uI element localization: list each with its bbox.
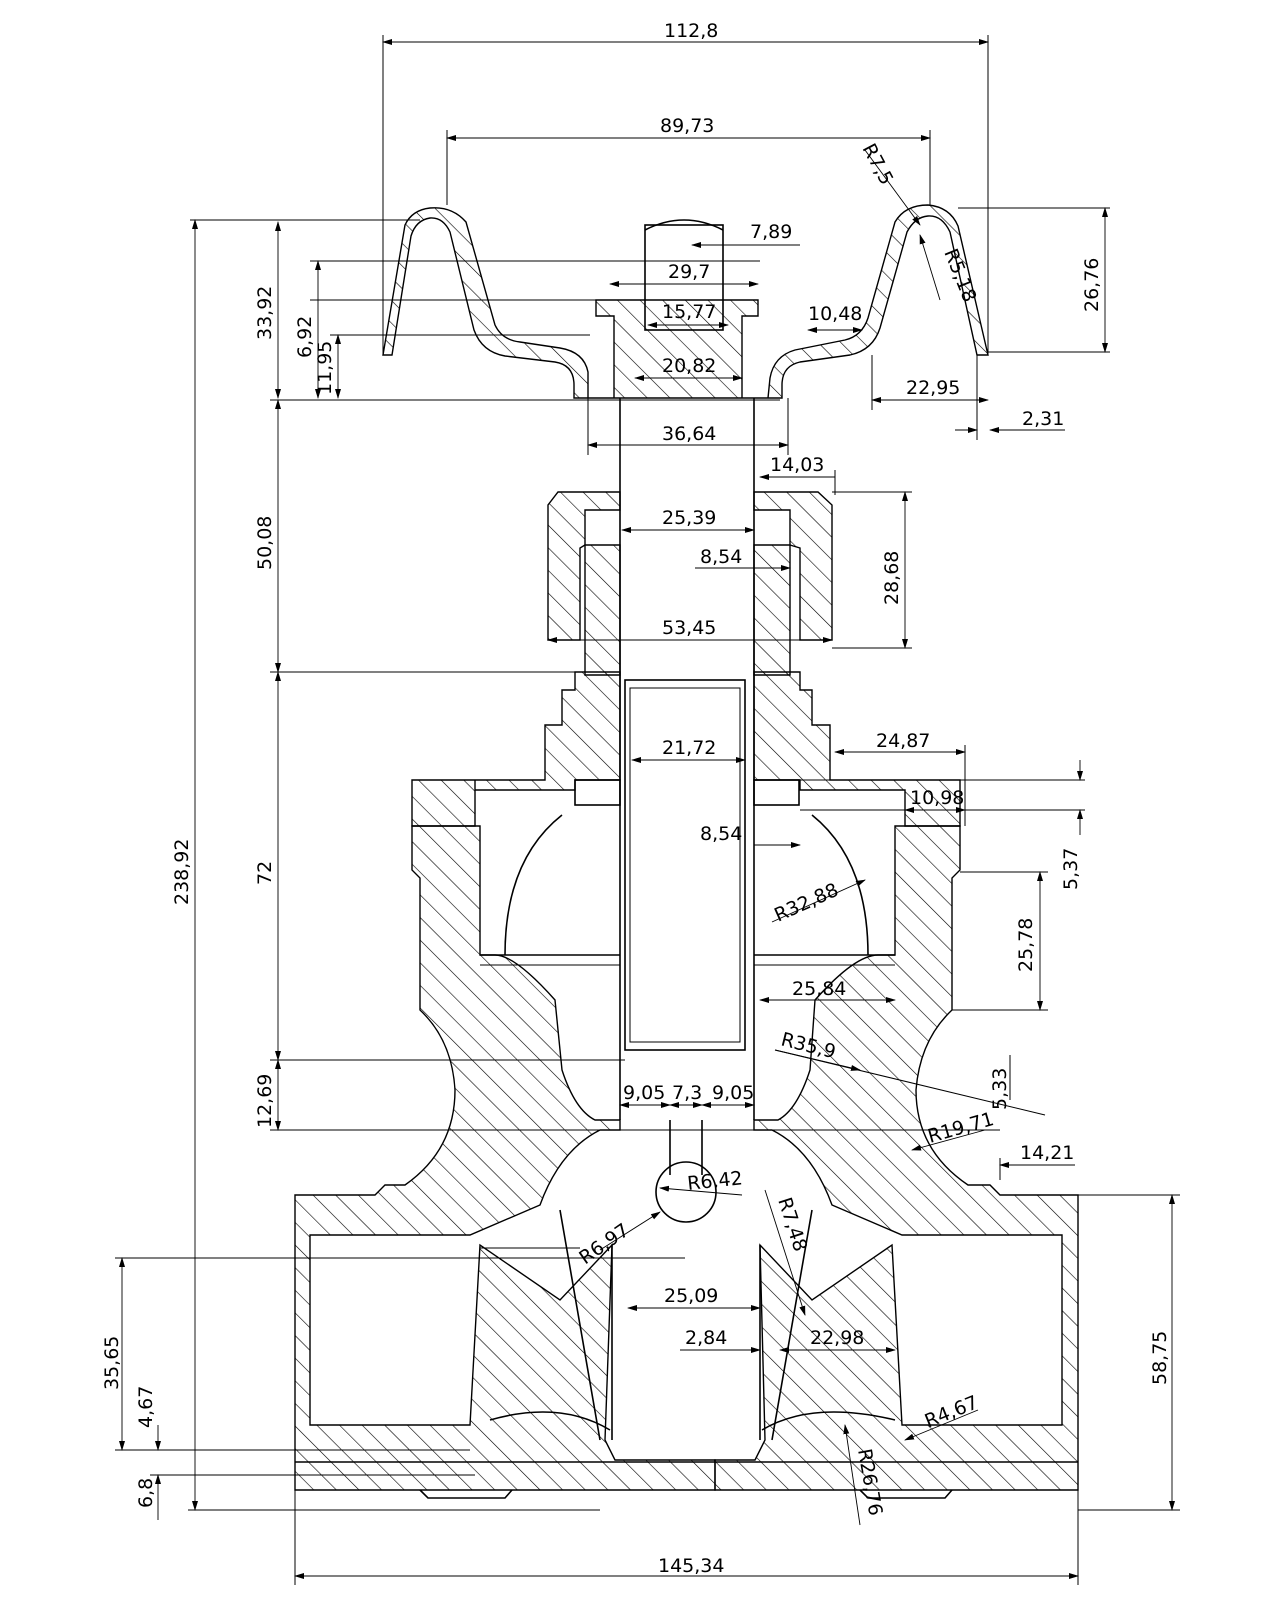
dim-r75: R7,5 — [858, 140, 898, 189]
dim-5-37: 5,37 — [1060, 848, 1082, 890]
dim-14-21: 14,21 — [1020, 1142, 1074, 1164]
dim-r19-71: R19,71 — [925, 1108, 996, 1148]
dim-15-77: 15,77 — [662, 301, 716, 323]
dim-14-03: 14,03 — [770, 454, 824, 476]
dim-8-54-upper: 8,54 — [700, 546, 742, 568]
dim-11-95: 11,95 — [314, 341, 336, 395]
dim-25-78: 25,78 — [1015, 918, 1037, 972]
dimension-labels: 112,8 89,73 R7,5 R5,18 7,89 29,7 15,77 1… — [101, 20, 1171, 1577]
valve-body — [294, 814, 1079, 1499]
dim-r518: R5,18 — [939, 246, 980, 306]
dim-50-08: 50,08 — [254, 516, 276, 570]
dim-25-09: 25,09 — [664, 1285, 718, 1307]
dim-10-48: 10,48 — [808, 303, 862, 325]
dim-35-65: 35,65 — [101, 1336, 123, 1390]
dim-handwheel-inner: 89,73 — [660, 115, 714, 137]
dim-25-84: 25,84 — [792, 978, 846, 1000]
dim-25-39: 25,39 — [662, 507, 716, 529]
dim-36-64: 36,64 — [662, 423, 716, 445]
dim-22-98: 22,98 — [810, 1327, 864, 1349]
dim-29-7: 29,7 — [668, 261, 710, 283]
dim-9-05-left: 9,05 — [623, 1082, 665, 1104]
dim-21-72: 21,72 — [662, 737, 716, 759]
dim-58-75: 58,75 — [1149, 1331, 1171, 1385]
dim-238-92: 238,92 — [171, 839, 193, 905]
dim-7-89: 7,89 — [750, 221, 792, 243]
dim-8-54-lower: 8,54 — [700, 823, 742, 845]
dim-28-68: 28,68 — [881, 551, 903, 605]
handwheel — [382, 204, 989, 399]
dim-22-95: 22,95 — [906, 377, 960, 399]
dim-r7-48: R7,48 — [773, 1195, 811, 1255]
dim-6-8: 6,8 — [135, 1478, 157, 1508]
dim-72: 72 — [254, 861, 276, 885]
dim-handwheel-span: 112,8 — [664, 20, 718, 42]
dim-2-31: 2,31 — [1022, 408, 1064, 430]
dim-145-34: 145,34 — [658, 1555, 724, 1577]
dim-33-92: 33,92 — [254, 286, 276, 340]
dim-53-45: 53,45 — [662, 617, 716, 639]
dim-4-67: 4,67 — [135, 1386, 157, 1428]
dim-10-98: 10,98 — [910, 787, 964, 809]
dim-9-05-right: 9,05 — [712, 1082, 754, 1104]
dimension-lines — [115, 35, 1180, 1585]
dim-6-92: 6,92 — [294, 316, 316, 358]
dim-24-87: 24,87 — [876, 730, 930, 752]
dim-r32-88: R32,88 — [771, 879, 842, 927]
dim-12-69: 12,69 — [254, 1074, 276, 1128]
dim-r6-42: R6,42 — [686, 1167, 744, 1195]
dim-2-84: 2,84 — [685, 1327, 727, 1349]
dim-20-82: 20,82 — [662, 355, 716, 377]
dim-26-76: 26,76 — [1081, 258, 1103, 312]
dim-7-3: 7,3 — [672, 1082, 702, 1104]
dim-5-33: 5,33 — [989, 1068, 1011, 1110]
